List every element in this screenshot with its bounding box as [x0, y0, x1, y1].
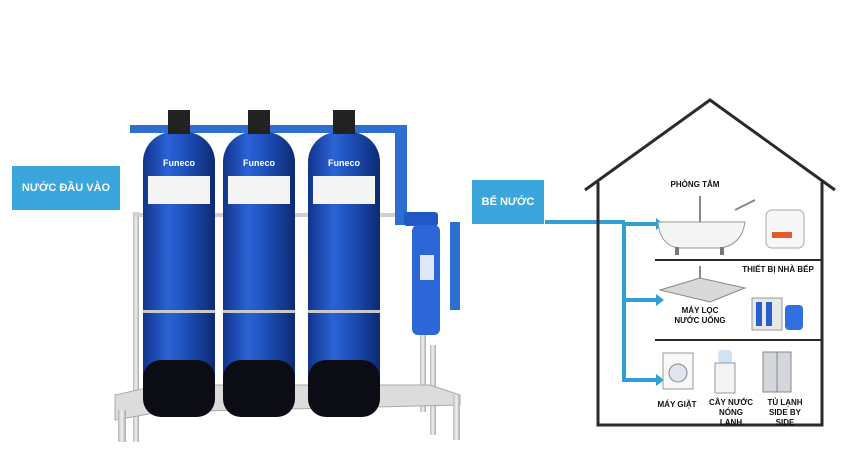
- ro-filter-label: MÁY LỌC NƯỚC UỐNG: [674, 306, 726, 325]
- kitchen-label: THIẾT BỊ NHÀ BẾP: [742, 265, 814, 274]
- filter-tank: Funeco: [143, 110, 215, 417]
- house-outline: [584, 98, 836, 427]
- tank-brand: Funeco: [328, 158, 361, 168]
- inlet-label: NƯỚC ĐẦU VÀO: [12, 166, 120, 210]
- water-heater-icon: [765, 209, 805, 249]
- sink-icon: [658, 266, 747, 303]
- water-dispenser-icon: [714, 350, 736, 394]
- washer-label: MÁY GIẶT: [657, 400, 697, 409]
- dispenser-label: CÂY NƯỚC NÓNG LẠNH: [709, 398, 753, 427]
- filter-tank: Funeco: [308, 110, 380, 417]
- bathroom-label: PHÒNG TẮM: [670, 180, 720, 189]
- cartridge-filter: [404, 212, 460, 335]
- refrigerator-icon: [762, 351, 792, 393]
- tank-brand: Funeco: [243, 158, 276, 168]
- filter-tank: Funeco: [223, 110, 295, 417]
- ro-filter-icon: [751, 297, 803, 331]
- bathtub-icon: [657, 196, 756, 255]
- tank-label: BỂ NƯỚC: [472, 180, 544, 224]
- washing-machine-icon: [662, 352, 694, 390]
- tank-brand: Funeco: [163, 158, 196, 168]
- fridge-label: TỦ LẠNH SIDE BY SIDE: [767, 398, 803, 427]
- pipe-to-house: [545, 218, 664, 386]
